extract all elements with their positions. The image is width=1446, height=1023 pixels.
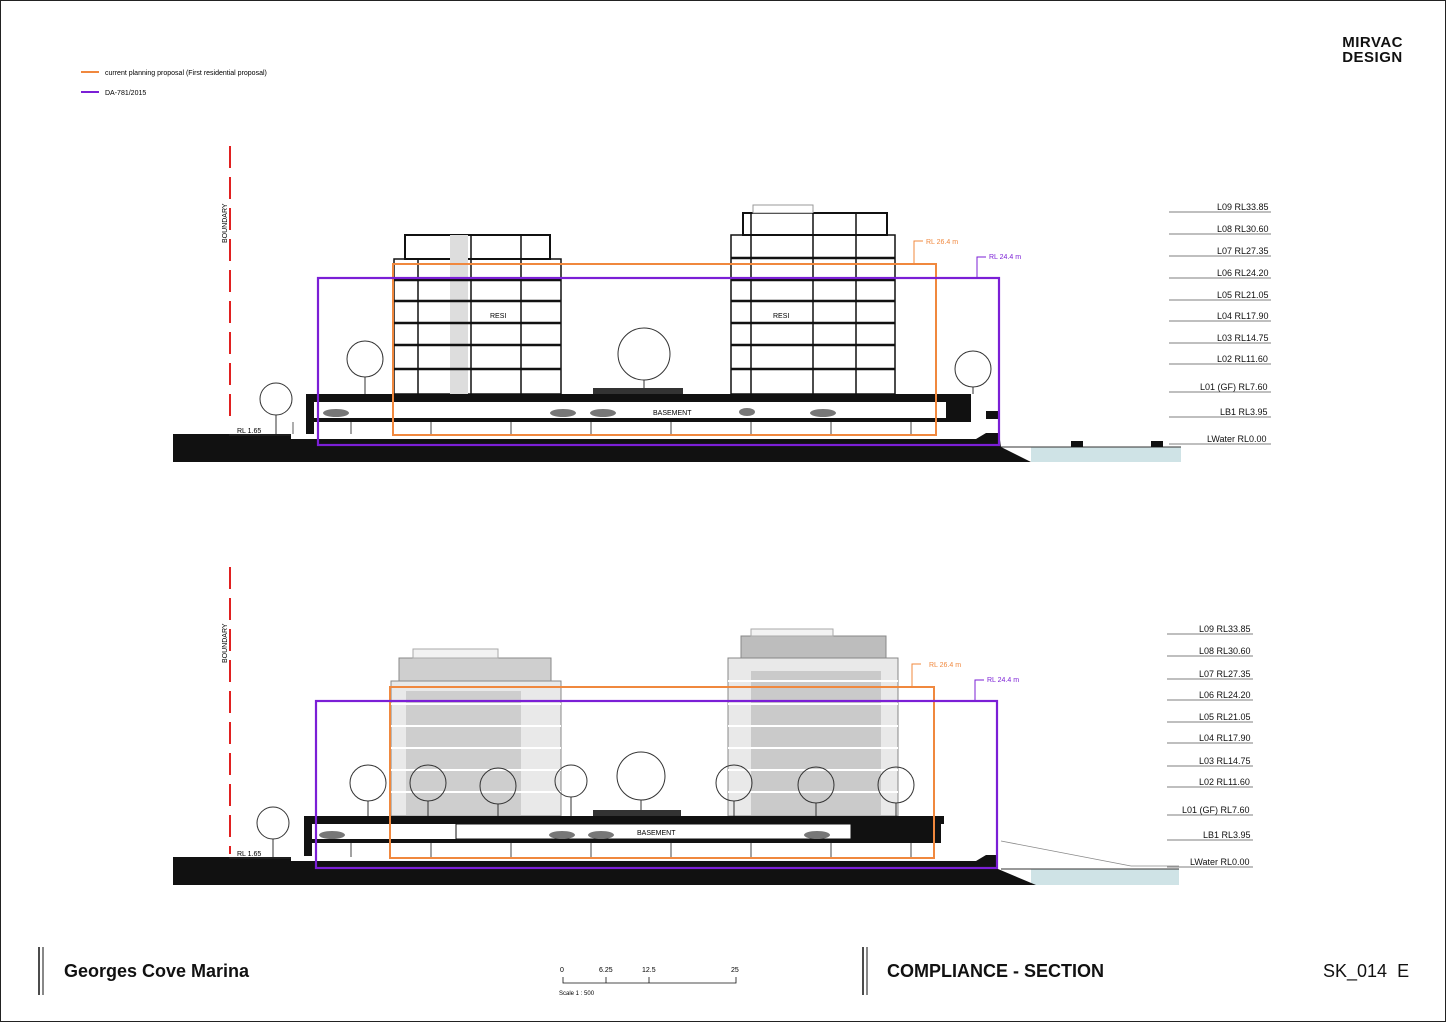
scale-tick: 12.5 bbox=[642, 967, 656, 974]
building-b: RESI bbox=[730, 204, 896, 395]
title-block bbox=[38, 947, 868, 995]
level-label: L01 (GF) RL7.60 bbox=[1200, 382, 1268, 392]
purple-envelope bbox=[314, 699, 999, 870]
logo-line-2: DESIGN bbox=[1342, 49, 1403, 66]
level-label: LB1 RL3.95 bbox=[1203, 830, 1251, 840]
trees bbox=[259, 327, 992, 434]
ground-section bbox=[173, 855, 1036, 885]
mirvac-design-logo: MIRVAC DESIGN bbox=[1342, 35, 1403, 65]
basement-cars bbox=[319, 831, 830, 839]
section-2: BOUNDARY bbox=[173, 567, 1253, 885]
legend-purple-label: DA-781/2015 bbox=[105, 90, 146, 97]
basement-slab bbox=[311, 418, 971, 422]
pontoon bbox=[1071, 441, 1083, 447]
level-label: L06 RL24.20 bbox=[1217, 268, 1269, 278]
scale-label: Scale 1 : 500 bbox=[559, 991, 595, 997]
planter bbox=[593, 388, 683, 394]
rl-purple-label: RL 24.4 m bbox=[989, 254, 1021, 261]
level-labels: L09 RL33.85 L08 RL30.60 L07 RL27.35 L06 … bbox=[1169, 202, 1271, 445]
rl-orange-label: RL 26.4 m bbox=[926, 239, 958, 246]
seawall bbox=[986, 411, 1000, 419]
ground-section bbox=[173, 433, 1031, 462]
scale-tick: 6.25 bbox=[599, 967, 613, 974]
level-label: L07 RL27.35 bbox=[1217, 246, 1269, 256]
building-a-rendered bbox=[390, 648, 562, 817]
level-label: L09 RL33.85 bbox=[1217, 202, 1269, 212]
level-label: L03 RL14.75 bbox=[1217, 333, 1269, 343]
podium-slab bbox=[304, 816, 944, 824]
resi-label: RESI bbox=[773, 313, 789, 320]
purple-envelope bbox=[316, 276, 1001, 447]
building-a: RESI bbox=[393, 234, 562, 395]
boundary-label: BOUNDARY bbox=[222, 203, 229, 243]
level-label: L02 RL11.60 bbox=[1199, 777, 1250, 787]
logo-line-1: MIRVAC bbox=[1342, 34, 1403, 51]
water-body bbox=[1031, 447, 1181, 462]
rl-orange-label: RL 26.4 m bbox=[929, 662, 961, 669]
retaining-wall bbox=[851, 816, 941, 843]
podium-wall bbox=[306, 394, 314, 434]
legend-orange-label: current planning proposal (First residen… bbox=[105, 70, 267, 77]
rl-purple-label: RL 24.4 m bbox=[987, 677, 1019, 684]
level-label: L04 RL17.90 bbox=[1217, 311, 1269, 321]
level-label: L05 RL21.05 bbox=[1199, 712, 1251, 722]
legend: current planning proposal (First residen… bbox=[81, 70, 267, 97]
trees bbox=[256, 751, 915, 857]
section-1: BOUNDARY BASEMENT bbox=[173, 146, 1271, 462]
revision: E bbox=[1397, 961, 1410, 981]
sheet-title: COMPLIANCE - SECTION bbox=[887, 961, 1105, 981]
level-label: L03 RL14.75 bbox=[1199, 756, 1251, 766]
level-label: LB1 RL3.95 bbox=[1220, 407, 1268, 417]
planter bbox=[593, 810, 681, 816]
level-label: L01 (GF) RL7.60 bbox=[1182, 805, 1250, 815]
gangway bbox=[1000, 840, 1132, 867]
orange-envelope bbox=[389, 686, 935, 859]
resi-label: RESI bbox=[490, 313, 506, 320]
water-body bbox=[1031, 869, 1179, 885]
scale-tick: 25 bbox=[731, 967, 739, 974]
level-labels: L09 RL33.85 L08 RL30.60 L07 RL27.35 L06 … bbox=[1167, 624, 1253, 868]
basement-slab bbox=[311, 839, 851, 843]
level-label: LWater RL0.00 bbox=[1207, 434, 1267, 444]
level-label: L08 RL30.60 bbox=[1199, 646, 1251, 656]
rl-ground-label: RL 1.65 bbox=[237, 428, 261, 435]
piles bbox=[350, 843, 912, 857]
level-label: L07 RL27.35 bbox=[1199, 669, 1251, 679]
pontoon bbox=[1151, 441, 1163, 447]
level-label: L04 RL17.90 bbox=[1199, 733, 1251, 743]
building-b-rendered bbox=[727, 628, 899, 817]
project-name: Georges Cove Marina bbox=[64, 961, 250, 981]
basement-label: BASEMENT bbox=[653, 410, 692, 417]
podium-slab bbox=[306, 394, 946, 402]
sheet-number: SK_014 E bbox=[1323, 961, 1409, 982]
rl-ground-label: RL 1.65 bbox=[237, 851, 261, 858]
orange-envelope bbox=[392, 263, 937, 436]
basement-label: BASEMENT bbox=[637, 830, 676, 837]
sheet-number-value: SK_014 bbox=[1323, 961, 1388, 981]
scale-tick: 0 bbox=[560, 967, 564, 974]
boundary-label: BOUNDARY bbox=[222, 623, 229, 663]
level-label: L09 RL33.85 bbox=[1199, 624, 1251, 634]
level-label: L02 RL11.60 bbox=[1217, 354, 1268, 364]
basement-cars bbox=[323, 408, 836, 417]
scale-bar: 0 6.25 12.5 25 Scale 1 : 500 bbox=[559, 967, 739, 997]
retaining-wall bbox=[946, 394, 971, 418]
level-label: L08 RL30.60 bbox=[1217, 224, 1269, 234]
level-label: L05 RL21.05 bbox=[1217, 290, 1269, 300]
piles bbox=[350, 422, 912, 434]
level-label: LWater RL0.00 bbox=[1190, 857, 1250, 867]
level-label: L06 RL24.20 bbox=[1199, 690, 1251, 700]
